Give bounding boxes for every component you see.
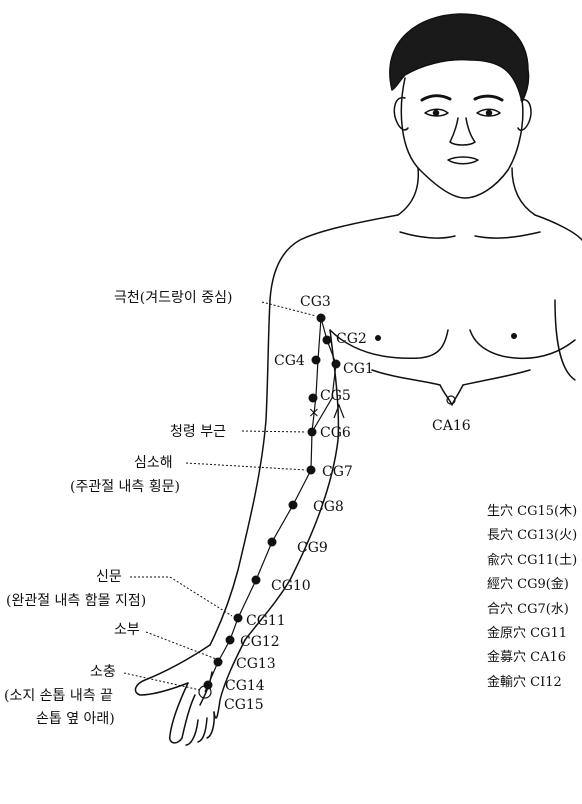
arm-outer xyxy=(209,299,271,646)
annotation-cheongryeong: 청령 부근 xyxy=(170,424,226,440)
nipple-left xyxy=(511,333,517,339)
label-cg8: CG8 xyxy=(313,499,344,515)
left-eyebrow xyxy=(420,94,452,102)
label-cg13: CG13 xyxy=(236,656,276,672)
point-cg13 xyxy=(213,657,223,667)
label-cg3: CG3 xyxy=(300,294,331,310)
label-cg15: CG15 xyxy=(224,697,264,713)
finger-3 xyxy=(197,717,208,743)
label-cg11: CG11 xyxy=(246,613,286,629)
annotation-socheung-1: 소충 xyxy=(90,664,116,680)
point-cg2 xyxy=(322,335,332,345)
finger-1 xyxy=(181,694,196,739)
point-cg9 xyxy=(267,537,277,547)
label-cg5: CG5 xyxy=(320,388,351,404)
annotation-sinmun-1: 신문 xyxy=(96,569,122,585)
acupoints xyxy=(198,313,341,699)
nose xyxy=(449,117,476,146)
ca16-marker xyxy=(446,395,456,405)
legend-item: 兪穴 CG11(土) xyxy=(487,552,578,568)
annotations: 극천(겨드랑이 중심) 청령 부근 심소해 (주관절 내측 횡문) 신문 (완관… xyxy=(4,290,317,727)
legend-item: 金輸穴 CI12 xyxy=(487,674,562,690)
legend-item: 金募穴 CA16 xyxy=(487,650,567,666)
label-cg2: CG2 xyxy=(336,331,367,347)
label-cg4: CG4 xyxy=(274,353,305,369)
annotation-simsohae-1: 심소해 xyxy=(134,455,173,471)
hand-palm xyxy=(134,644,211,696)
legend-item: 合穴 CG7(水) xyxy=(487,601,569,617)
legend-item: 生穴 CG15(木) xyxy=(487,504,578,519)
point-cg12 xyxy=(225,635,235,645)
face xyxy=(400,77,524,199)
point-cg4 xyxy=(311,355,321,365)
annotation-simsohae-2: (주관절 내측 횡문) xyxy=(70,479,180,495)
chest-left xyxy=(469,329,576,360)
legend-item: 經穴 CG9(金) xyxy=(487,577,569,593)
body-outline xyxy=(134,13,582,746)
annotation-socheung-2: (소지 손톱 내측 끝 xyxy=(4,688,113,704)
point-cg14 xyxy=(203,680,213,690)
hair xyxy=(389,13,530,103)
point-cg6 xyxy=(307,427,317,437)
arm-inner xyxy=(244,329,340,641)
thumb xyxy=(169,682,189,744)
label-cg1: CG1 xyxy=(343,361,374,377)
point-cg15-ring xyxy=(198,685,212,699)
label-cg14: CG14 xyxy=(225,678,265,694)
cross-mark: × xyxy=(308,405,320,421)
label-cg10: CG10 xyxy=(271,578,311,594)
annotation-socheung-3: 손톱 옆 아래) xyxy=(36,711,115,727)
label-cg7: CG7 xyxy=(322,464,353,480)
point-cg10 xyxy=(251,575,261,585)
point-cg5 xyxy=(308,393,318,403)
point-cg3 xyxy=(316,313,326,323)
point-cg7 xyxy=(306,465,316,475)
point-cg8 xyxy=(288,500,298,510)
hand-inner xyxy=(213,639,246,719)
annotation-sinmun-2: (완관절 내측 함몰 지점) xyxy=(6,593,146,609)
label-cg12: CG12 xyxy=(240,634,280,650)
point-cg11 xyxy=(233,613,243,623)
arrow-mark xyxy=(333,403,345,419)
legend-item: 長穴 CG13(火) xyxy=(487,528,578,544)
point-cg1 xyxy=(331,359,341,369)
meridian-branch xyxy=(311,317,322,433)
xiphoid xyxy=(439,384,464,406)
label-cg6: CG6 xyxy=(320,425,351,441)
point-labels: CG3 CG2 CG4 CG1 CG5 CG6 CG7 CG8 CG9 CG10… xyxy=(224,294,471,713)
finger-4 xyxy=(206,711,215,739)
clavicle-left xyxy=(474,231,541,239)
annotation-sobu: 소부 xyxy=(114,622,140,638)
annotation-geukcheon: 극천(겨드랑이 중심) xyxy=(114,290,232,306)
right-shoulder xyxy=(269,214,399,301)
left-shoulder xyxy=(534,214,582,241)
chest-right xyxy=(329,329,449,359)
label-cg9: CG9 xyxy=(297,540,328,556)
finger-2 xyxy=(185,719,199,746)
label-ca16: CA16 xyxy=(432,418,471,434)
neck-left xyxy=(397,167,420,216)
mouth xyxy=(447,156,479,165)
right-eye xyxy=(476,108,501,117)
point-legend: 生穴 CG15(木) 長穴 CG13(火) 兪穴 CG11(土) 經穴 CG9(… xyxy=(487,500,582,695)
right-eyebrow xyxy=(473,94,504,102)
left-ear xyxy=(393,96,409,131)
torso-side xyxy=(554,299,576,381)
left-eye xyxy=(424,108,449,117)
clavicle-right xyxy=(399,231,456,239)
nipple-right xyxy=(375,335,381,341)
legend-item: 金原穴 CG11 xyxy=(487,625,568,641)
right-ear xyxy=(517,98,532,131)
neck-right xyxy=(511,167,536,216)
